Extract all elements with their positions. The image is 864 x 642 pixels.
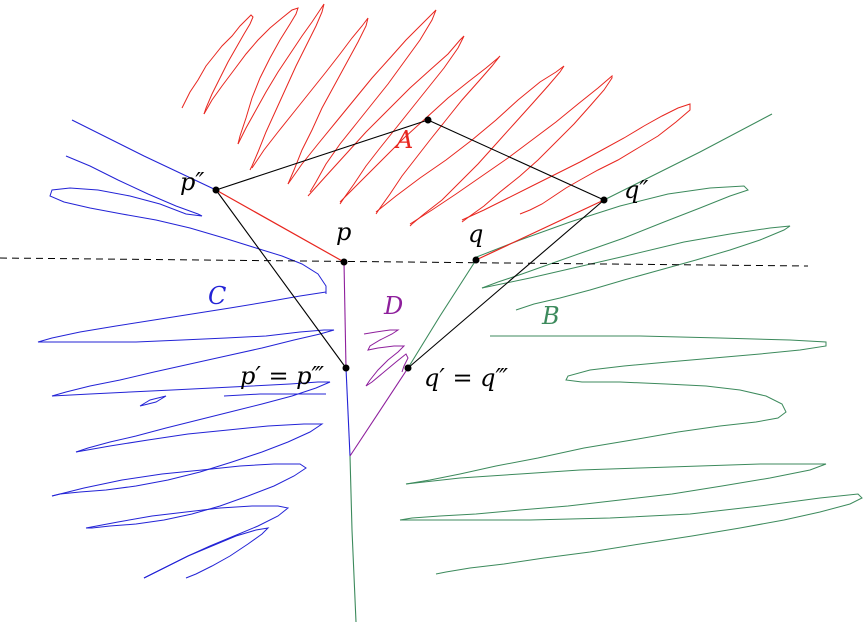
label-b: B — [541, 302, 560, 330]
green-slant-line — [407, 259, 477, 369]
label-p: p — [336, 218, 351, 246]
point-p — [340, 258, 348, 266]
region-d-scribble — [363, 329, 409, 387]
point-q — [472, 256, 480, 264]
point-p2 — [212, 186, 220, 194]
green-vertical-line — [349, 455, 357, 623]
point-p1 — [342, 364, 350, 372]
dashed-line — [0, 257, 809, 267]
point-top — [424, 116, 432, 124]
point-q1 — [404, 364, 412, 372]
purple-slant-line — [349, 367, 409, 457]
green-boundary-line — [603, 113, 773, 201]
red-line-q-q2 — [475, 199, 605, 261]
blue-vertical-line — [345, 367, 351, 457]
label-q-double-prime: q″ — [624, 176, 648, 204]
label-q: q — [468, 220, 483, 248]
label-p-prime: p′ = p‴ — [240, 362, 325, 390]
region-c-scribble — [37, 155, 335, 579]
label-p-double-prime: p″ — [180, 168, 204, 196]
label-d: D — [383, 292, 403, 320]
blue-boundary-line — [71, 119, 217, 191]
red-line-p2-p — [215, 189, 345, 263]
black-polygon — [215, 119, 605, 369]
region-a-scribble — [181, 3, 691, 227]
label-a: A — [394, 126, 413, 154]
region-b-scribble — [399, 185, 863, 575]
purple-vertical-line — [343, 261, 347, 369]
label-q-prime: q′ = q‴ — [424, 364, 509, 392]
label-c: C — [208, 282, 226, 310]
point-q2 — [600, 196, 608, 204]
